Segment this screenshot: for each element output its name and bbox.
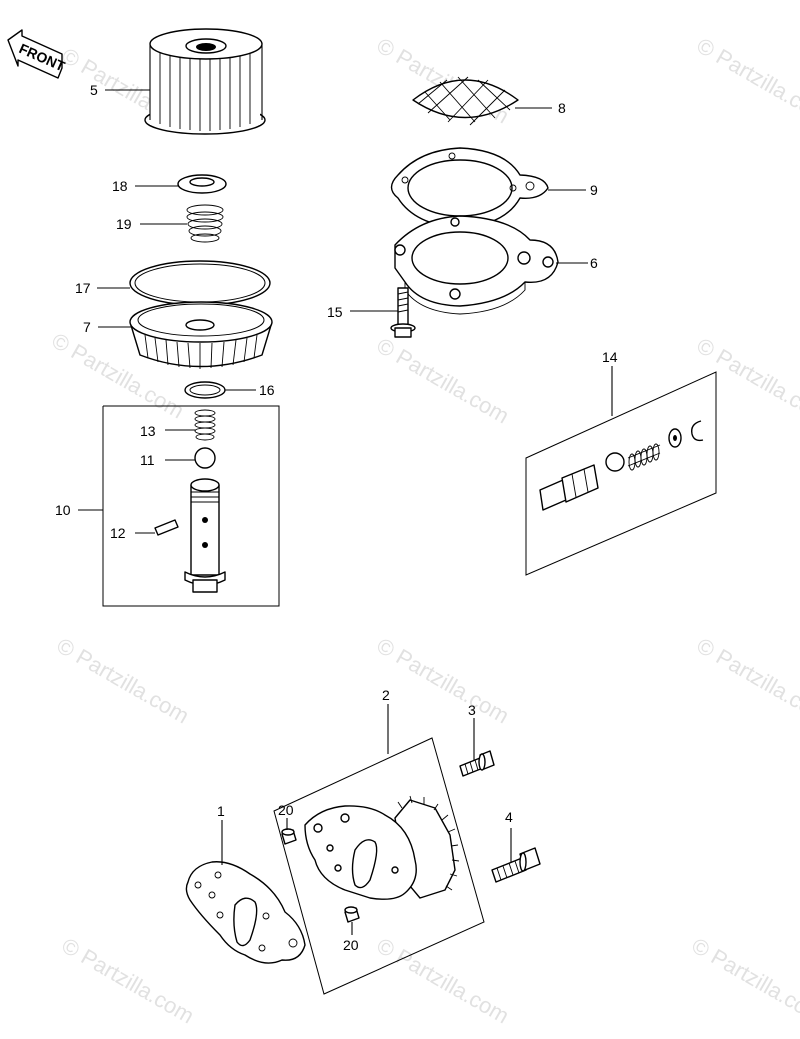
pin-12 bbox=[154, 519, 179, 536]
callout-11: 11 bbox=[140, 452, 155, 468]
dowel-pin-20b bbox=[344, 906, 360, 923]
spring-13 bbox=[194, 409, 216, 441]
bolt-4 bbox=[491, 847, 541, 883]
valve-body-10 bbox=[184, 478, 226, 593]
callout-10: 10 bbox=[55, 502, 71, 518]
callout-17: 17 bbox=[75, 280, 91, 296]
callout-20-top: 20 bbox=[278, 802, 294, 818]
dowel-pin-20a bbox=[281, 828, 297, 845]
washer-18 bbox=[177, 174, 227, 194]
callout-12: 12 bbox=[110, 525, 126, 541]
callout-6: 6 bbox=[590, 255, 598, 271]
watermark-text: © Partzilla.com bbox=[53, 633, 194, 729]
screw-3 bbox=[459, 750, 495, 777]
assembly-box-2 bbox=[273, 737, 485, 995]
watermark-text: © Partzilla.com bbox=[693, 333, 800, 429]
callout-14: 14 bbox=[602, 349, 618, 365]
callout-1: 1 bbox=[217, 803, 225, 819]
callout-15: 15 bbox=[327, 304, 343, 320]
callout-9: 9 bbox=[590, 182, 598, 198]
spring-19 bbox=[186, 204, 224, 243]
watermark-text: © Partzilla.com bbox=[373, 333, 514, 429]
strainer-screen-8 bbox=[412, 76, 519, 126]
callout-19: 19 bbox=[116, 216, 132, 232]
oil-filter-element bbox=[144, 28, 266, 135]
pump-cover-6 bbox=[394, 215, 559, 315]
filter-cover-7 bbox=[129, 301, 273, 369]
callout-4: 4 bbox=[505, 809, 513, 825]
watermark-text: © Partzilla.com bbox=[58, 933, 199, 1029]
assembly-box-14 bbox=[525, 371, 717, 576]
check-ball-11 bbox=[194, 447, 216, 469]
oil-pump-2 bbox=[304, 795, 460, 900]
o-ring-16 bbox=[184, 381, 226, 399]
watermark-text: © Partzilla.com bbox=[373, 933, 514, 1029]
callout-20-bottom: 20 bbox=[343, 937, 359, 953]
callout-18: 18 bbox=[112, 178, 128, 194]
callout-7: 7 bbox=[83, 319, 91, 335]
watermark-text: © Partzilla.com bbox=[688, 933, 800, 1029]
watermark-text: © Partzilla.com bbox=[373, 633, 514, 729]
callout-8: 8 bbox=[558, 100, 566, 116]
screw-15 bbox=[390, 287, 416, 338]
callout-16: 16 bbox=[259, 382, 275, 398]
callout-5: 5 bbox=[90, 82, 98, 98]
watermark-text: © Partzilla.com bbox=[693, 33, 800, 129]
pump-gasket-1 bbox=[185, 861, 306, 964]
relief-valve-14 bbox=[539, 420, 704, 511]
o-ring-17 bbox=[129, 260, 271, 306]
callout-3: 3 bbox=[468, 702, 476, 718]
assembly-box-10 bbox=[102, 405, 280, 607]
watermark-text: © Partzilla.com bbox=[693, 633, 800, 729]
callout-2: 2 bbox=[382, 687, 390, 703]
callout-13: 13 bbox=[140, 423, 156, 439]
front-arrow-icon: FRONT bbox=[7, 29, 68, 79]
